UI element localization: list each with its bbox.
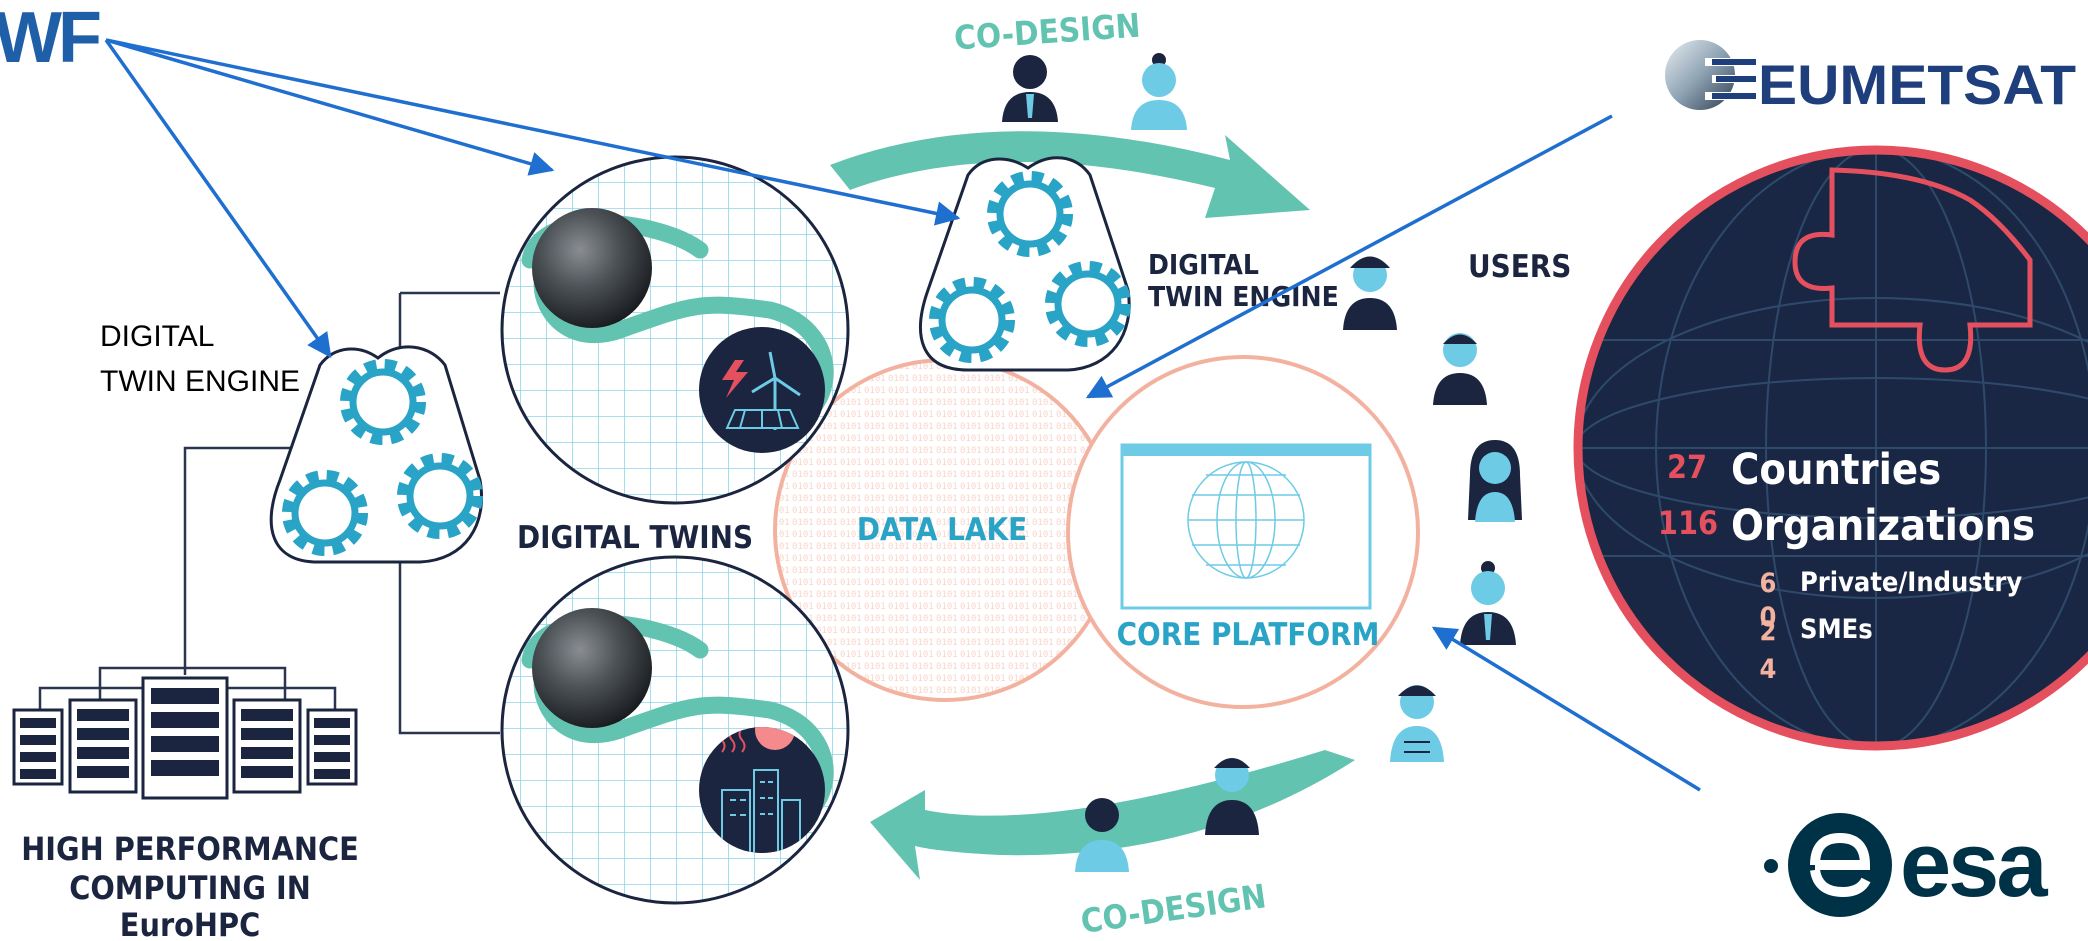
sun-icon [755, 727, 795, 750]
server-rack-icon [68, 698, 138, 794]
data-lake: DATA LAKE [773, 358, 1117, 702]
annotation-arrows [104, 38, 1701, 792]
co-design-person-icon [1002, 55, 1058, 122]
private-count: 6 [1760, 568, 1777, 599]
ecmwf-arrow-to-engine-left [104, 38, 332, 358]
hpc-label-line3: EuroHPC [120, 906, 260, 941]
city-buildings-icon [721, 769, 801, 853]
engine-top [919, 156, 1131, 372]
co-design-person-icon [1131, 53, 1187, 130]
esa-dot-icon [1764, 859, 1778, 873]
esa-arrow-to-core-platform [1431, 626, 1701, 792]
users-label: USERS [1468, 249, 1571, 285]
user-person-icon [1390, 685, 1444, 762]
hpc-label-line1: HIGH PERFORMANCE [21, 830, 359, 868]
co-design-label-top: CO-DESIGN [953, 6, 1142, 58]
engine-left-label-line1: DIGITAL [100, 320, 214, 353]
gear-icon [282, 470, 368, 556]
gear-icon [340, 359, 426, 445]
organizations-count: 116 [1658, 504, 1718, 542]
co-design-label-bottom: CO-DESIGN [1078, 876, 1268, 941]
earth-icon [532, 608, 652, 728]
data-lake-label: DATA LAKE [857, 512, 1027, 548]
wind-turbine-icon [751, 351, 801, 430]
smes-count-digit-2: 2 [1760, 616, 1777, 647]
earth-icon [532, 208, 652, 328]
esa-logo: esa [1764, 813, 2051, 917]
gear-icon [1045, 261, 1131, 347]
eumetsat-wordmark: EUMETSAT [1758, 53, 2076, 116]
digital-twin-top [500, 155, 850, 505]
co-design-person-icon [1075, 798, 1129, 872]
eumetsat-logo: EUMETSAT [1665, 40, 2076, 116]
platform-window [1120, 443, 1372, 610]
eumetsat-arrow-to-data-lake [1085, 114, 1613, 399]
user-person-icon [1343, 256, 1397, 330]
consortium-stats: 27 Countries 116 Organizations 6 Private… [1573, 145, 2088, 751]
esa-wordmark: esa [1900, 814, 2048, 916]
smes-label: SMEs [1800, 614, 1873, 645]
ecmwf-arrow-to-twin-top [105, 38, 555, 176]
gear-icon [987, 171, 1073, 257]
ecmwf-logo-fragment: WF [0, 0, 100, 78]
server-rack-icon [306, 708, 358, 786]
platform-globe-icon [1187, 461, 1305, 579]
smes-count-digit-3: 4 [1760, 654, 1777, 685]
core-platform: CORE PLATFORM [1066, 355, 1420, 709]
digital-twins-label: DIGITAL TWINS [517, 520, 753, 556]
server-rack-icon [232, 698, 302, 794]
core-platform-label: CORE PLATFORM [1117, 617, 1380, 653]
countries-label: Countries [1731, 445, 1941, 495]
gear-icon [929, 277, 1015, 363]
digital-twin-bottom [500, 555, 850, 905]
ecmwf-arrow-to-engine-top [105, 38, 961, 226]
engine-left-label-line2: TWIN ENGINE [100, 365, 300, 398]
server-rack-icon [141, 676, 229, 800]
energy-disc [699, 327, 825, 453]
hpc-servers [12, 665, 358, 800]
engine-top-label-line1: DIGITAL [1148, 248, 1259, 281]
engine-top-label-line2: TWIN ENGINE [1148, 280, 1339, 313]
puzzle-piece-icon [1792, 167, 2033, 373]
solar-panel-icon [725, 409, 800, 429]
server-rack-icon [12, 708, 64, 786]
organizations-label: Organizations [1731, 501, 2035, 551]
user-person-icon [1433, 333, 1487, 405]
countries-count: 27 [1667, 448, 1707, 486]
user-person-icon [1460, 561, 1516, 645]
gear-icon [397, 453, 483, 539]
co-design-person-icon [1205, 758, 1259, 835]
smes-count-digit-1: 0 [1760, 602, 1777, 633]
hpc-label-line2: COMPUTING IN [69, 869, 311, 907]
user-person-icon [1468, 440, 1522, 522]
private-label: Private/Industry [1800, 567, 2022, 598]
engine-left [269, 345, 483, 564]
lightning-icon [722, 360, 748, 398]
